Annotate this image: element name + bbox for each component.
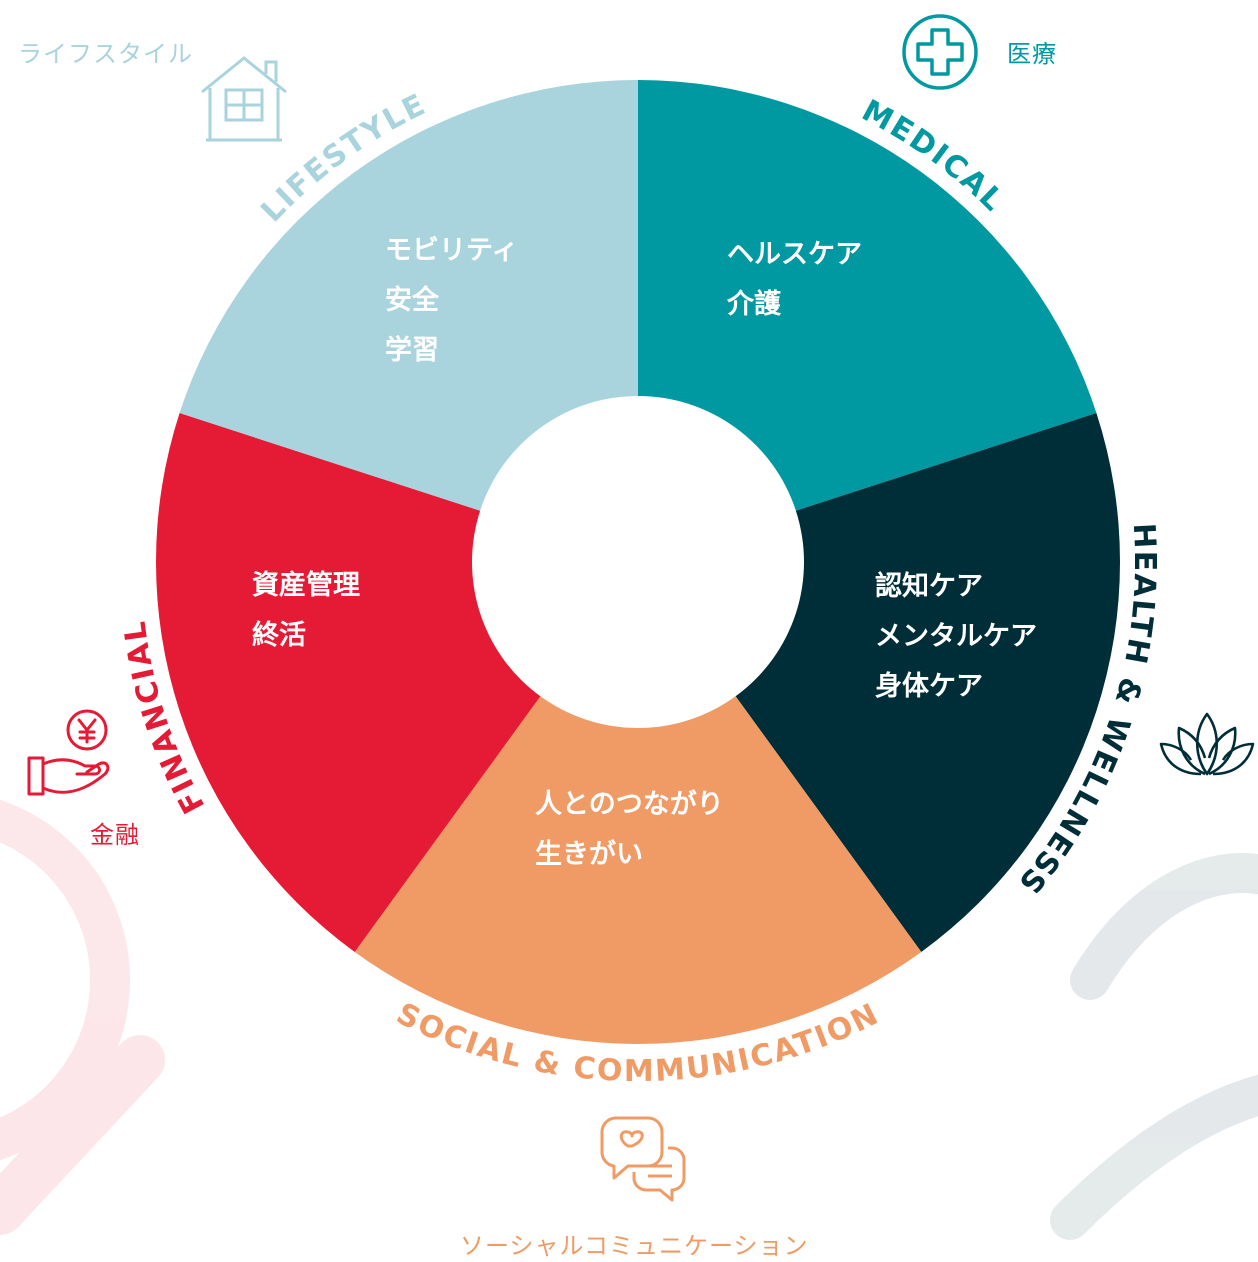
yen-coin-hand-icon [27, 709, 110, 796]
medical-jp-label: 医療 [1007, 40, 1057, 68]
financial-item: 資産管理 [252, 570, 360, 601]
social-wedge [354, 696, 922, 1044]
lifestyle-items: モビリティ 安全 学習 [385, 226, 518, 376]
financial-wedge [156, 413, 541, 952]
house-icon [201, 56, 287, 142]
medical-cross-icon [902, 14, 978, 90]
health-items: 認知ケア メンタルケア 身体ケア [875, 562, 1037, 712]
financial-items: 資産管理 終活 [252, 561, 360, 661]
lifestyle-item: 学習 [385, 335, 439, 366]
social-item: 人とのつながり [535, 789, 724, 820]
lifestyle-item: 安全 [385, 285, 439, 316]
chat-bubbles-heart-icon [600, 1116, 686, 1202]
donut-chart [156, 80, 1120, 1044]
lifestyle-item: モビリティ [385, 235, 519, 266]
medical-wedge [638, 80, 1097, 511]
medical-items: ヘルスケア 介護 [727, 230, 862, 330]
financial-jp-label: 金融 [90, 821, 140, 849]
lotus-icon [1159, 712, 1255, 776]
health-item: 身体ケア [875, 671, 983, 702]
lifestyle-wedge [179, 80, 638, 511]
medical-item: 介護 [727, 289, 781, 320]
background-decoration [0, 799, 1258, 1240]
social-item: 生きがい [535, 839, 643, 870]
social-jp-label: ソーシャルコミュニケーション [460, 1232, 809, 1260]
health-item: 認知ケア [875, 571, 983, 602]
lifestyle-jp-label: ライフスタイル [18, 40, 193, 68]
health-wedge [735, 413, 1120, 952]
social-items: 人とのつながり 生きがい [535, 780, 724, 880]
health-item: メンタルケア [875, 621, 1037, 652]
financial-item: 終活 [252, 620, 306, 651]
medical-item: ヘルスケア [727, 239, 862, 270]
